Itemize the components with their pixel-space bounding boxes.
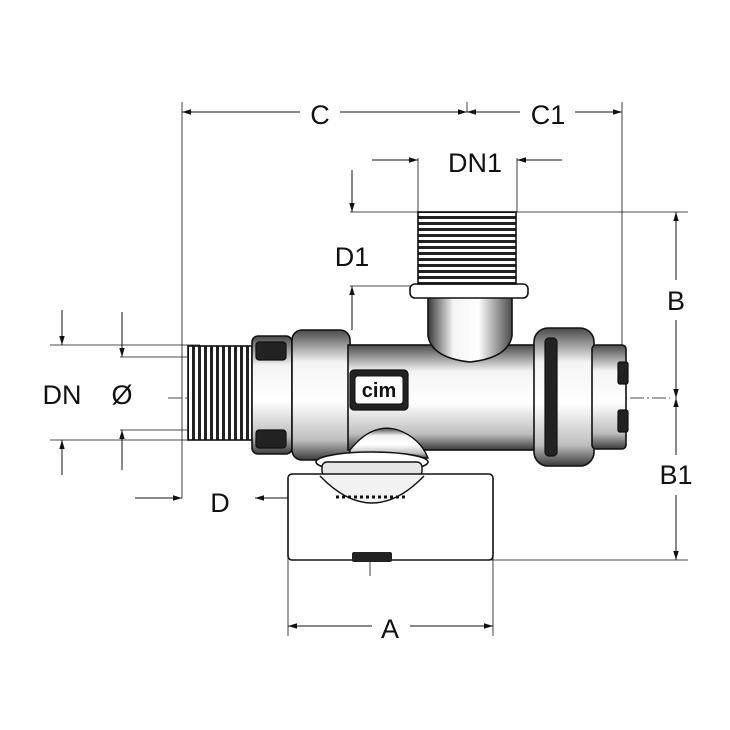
label-DN1: DN1 bbox=[448, 148, 502, 178]
label-C: C bbox=[310, 100, 330, 130]
brand-mark: cim bbox=[362, 380, 396, 402]
label-D1: D1 bbox=[335, 242, 370, 272]
dimension-labels: C C1 DN1 D1 B B1 DN Ø D A bbox=[43, 100, 693, 644]
upper-flange bbox=[409, 283, 529, 299]
main-nut bbox=[291, 329, 351, 461]
top-thread bbox=[417, 211, 517, 285]
end-cap bbox=[591, 344, 627, 450]
handle-neck bbox=[349, 427, 430, 459]
label-B1: B1 bbox=[659, 460, 692, 490]
tee-riser bbox=[427, 295, 513, 363]
label-D: D bbox=[210, 488, 230, 518]
valve-body: cim bbox=[187, 211, 629, 562]
label-DN: DN bbox=[43, 380, 82, 410]
label-B: B bbox=[667, 286, 685, 316]
right-collar bbox=[533, 327, 595, 467]
label-A: A bbox=[381, 614, 399, 644]
extension-lines bbox=[50, 102, 688, 636]
label-C1: C1 bbox=[531, 100, 566, 130]
label-diameter: Ø bbox=[111, 380, 132, 410]
dimension-lines bbox=[59, 109, 679, 629]
